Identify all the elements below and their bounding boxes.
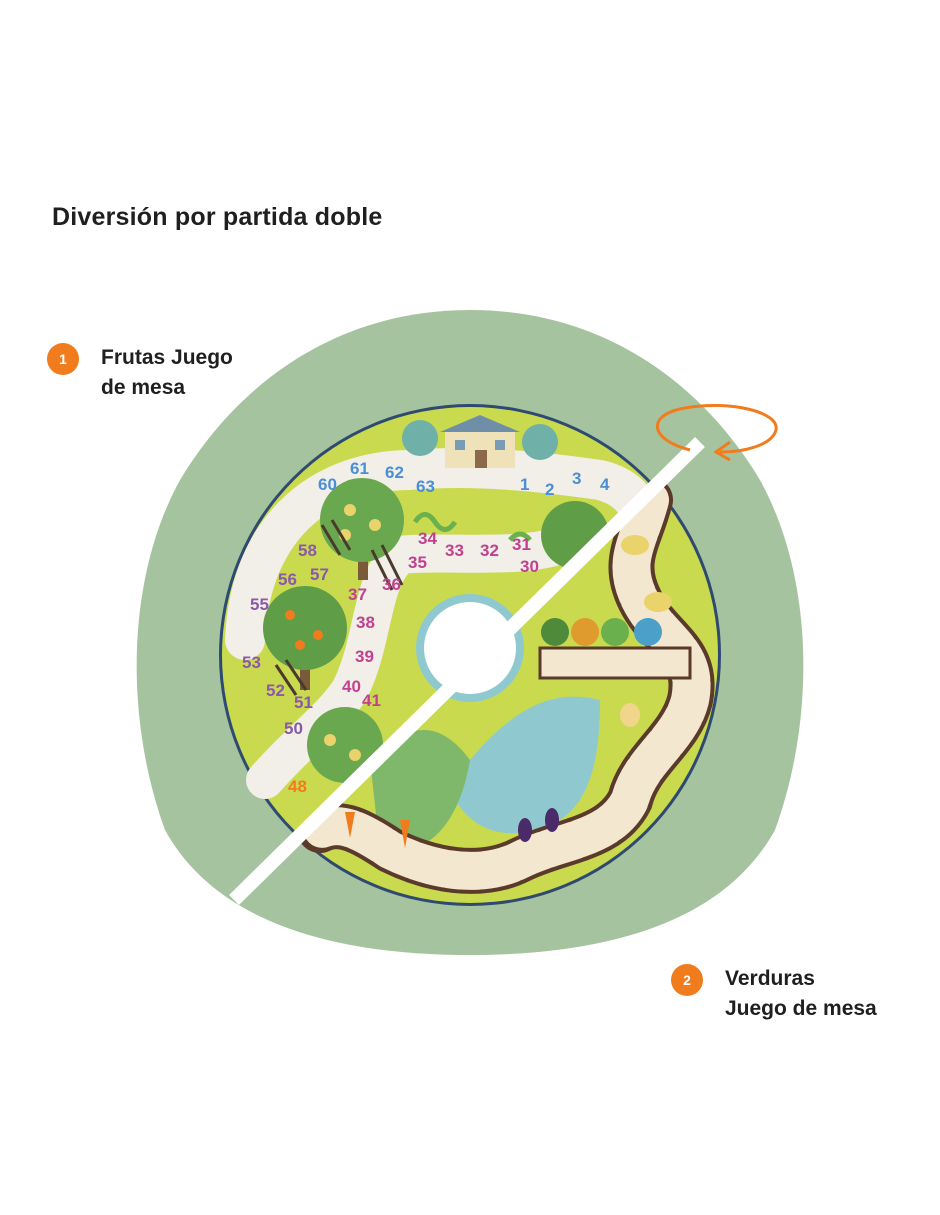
square-number: 3 <box>572 469 581 488</box>
square-number: 38 <box>356 613 375 632</box>
snake-icon <box>508 531 532 542</box>
square-number: 56 <box>278 570 297 589</box>
square-number: 37 <box>348 585 367 604</box>
page-title: Diversión por partida doble <box>52 203 383 231</box>
square-number: 41 <box>362 691 381 710</box>
square-number: 63 <box>416 477 435 496</box>
center-hole <box>424 602 516 694</box>
square-number: 36 <box>382 575 401 594</box>
callout-fruit-game: 1 Frutas Juego de mesa <box>47 343 233 403</box>
ladder-icon <box>274 519 404 696</box>
fruit-game-label: Frutas Juego de mesa <box>101 346 233 399</box>
square-number: 33 <box>445 541 464 560</box>
house-icon <box>440 415 520 468</box>
snake-icon <box>412 512 458 532</box>
vegetable-game-label: Verduras Juego de mesa <box>725 967 877 1020</box>
square-number: 31 <box>512 535 531 554</box>
square-number: 61 <box>350 459 369 478</box>
number-badge-1: 1 <box>47 343 79 375</box>
square-number: 62 <box>385 463 404 482</box>
square-number: 52 <box>266 681 285 700</box>
square-number: 53 <box>242 653 261 672</box>
square-number: 39 <box>355 647 374 666</box>
square-number: 1 <box>520 475 529 494</box>
square-number: 30 <box>520 557 539 576</box>
square-number: 51 <box>294 693 313 712</box>
square-number: 57 <box>310 565 329 584</box>
tree-icon <box>263 586 347 690</box>
square-number: 48 <box>288 777 307 796</box>
square-number: 2 <box>545 480 554 499</box>
square-number: 55 <box>250 595 269 614</box>
tree-icon <box>320 478 404 580</box>
square-number: 40 <box>342 677 361 696</box>
square-number: 58 <box>298 541 317 560</box>
square-number: 35 <box>408 553 427 572</box>
callout-vegetable-game: 2 Verduras Juego de mesa <box>671 964 877 1024</box>
divider-line <box>229 437 705 905</box>
square-number: 4 <box>600 475 610 494</box>
square-number: 34 <box>418 529 437 548</box>
square-number: 32 <box>480 541 499 560</box>
square-number: 50 <box>284 719 303 738</box>
square-number: 60 <box>318 475 337 494</box>
rotate-arrow-icon <box>655 404 778 462</box>
number-badge-2: 2 <box>671 964 703 996</box>
